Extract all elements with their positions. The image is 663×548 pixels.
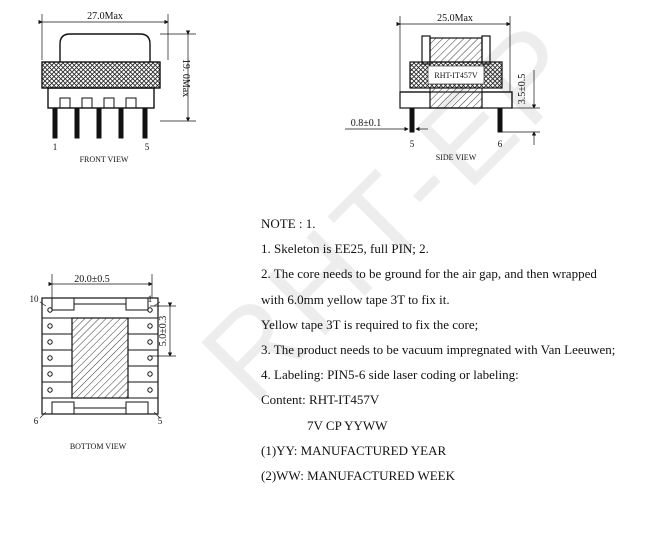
front-height-dim: 19. 0Max [180, 59, 191, 97]
note-line: with 6.0mm yellow tape 3T to fix it. [261, 291, 450, 307]
bottom-view-caption: BOTTOM VIEW [70, 442, 127, 451]
side-pin-6-label: 6 [498, 139, 503, 149]
notes-block: NOTE : 1. 1. Skeleton is EE25, full PIN;… [261, 211, 656, 488]
note-line: 1. Skeleton is EE25, full PIN; 2. [261, 241, 429, 257]
note-line: Yellow tape 3T is required to fix the co… [261, 316, 479, 332]
front-view-caption: FRONT VIEW [80, 155, 129, 164]
front-width-dim: 27.0Max [87, 11, 123, 22]
bottom-pin-10-label: 10 [30, 294, 40, 304]
side-height-dim: 3.5±0.5 [517, 74, 528, 105]
note-line: 2. The core needs to be ground for the a… [261, 266, 597, 282]
bottom-view [39, 274, 176, 419]
bottom-width-dim: 20.0±0.5 [74, 274, 110, 285]
side-label-text: RHT-IT457V [434, 71, 477, 80]
note-line: 3. The product needs to be vacuum impreg… [261, 341, 616, 357]
side-width-dim: 25.0Max [437, 13, 473, 24]
bottom-pin-6-label: 6 [34, 416, 39, 426]
side-pin-5-label: 5 [410, 139, 415, 149]
note-line: Content: RHT-IT457V [261, 392, 380, 408]
note-line: (1)YY: MANUFACTURED YEAR [261, 442, 447, 458]
note-line: 7V CP YYWW [307, 417, 388, 433]
side-pin-dim: 0.8±0.1 [351, 118, 382, 129]
bottom-pin-1-label: 1 [148, 294, 153, 304]
front-pin-5-label: 5 [145, 142, 150, 152]
front-pin-1-label: 1 [53, 142, 58, 152]
bottom-height-dim: 5.0±0.3 [158, 316, 169, 347]
front-view [38, 14, 196, 139]
side-view [345, 16, 540, 145]
note-line: NOTE : 1. [261, 216, 316, 231]
side-view-caption: SIDE VIEW [436, 153, 477, 162]
note-line: 4. Labeling: PIN5-6 side laser coding or… [261, 367, 519, 383]
note-line: (2)WW: MANUFACTURED WEEK [261, 467, 456, 483]
bottom-pin-5-label: 5 [158, 416, 163, 426]
